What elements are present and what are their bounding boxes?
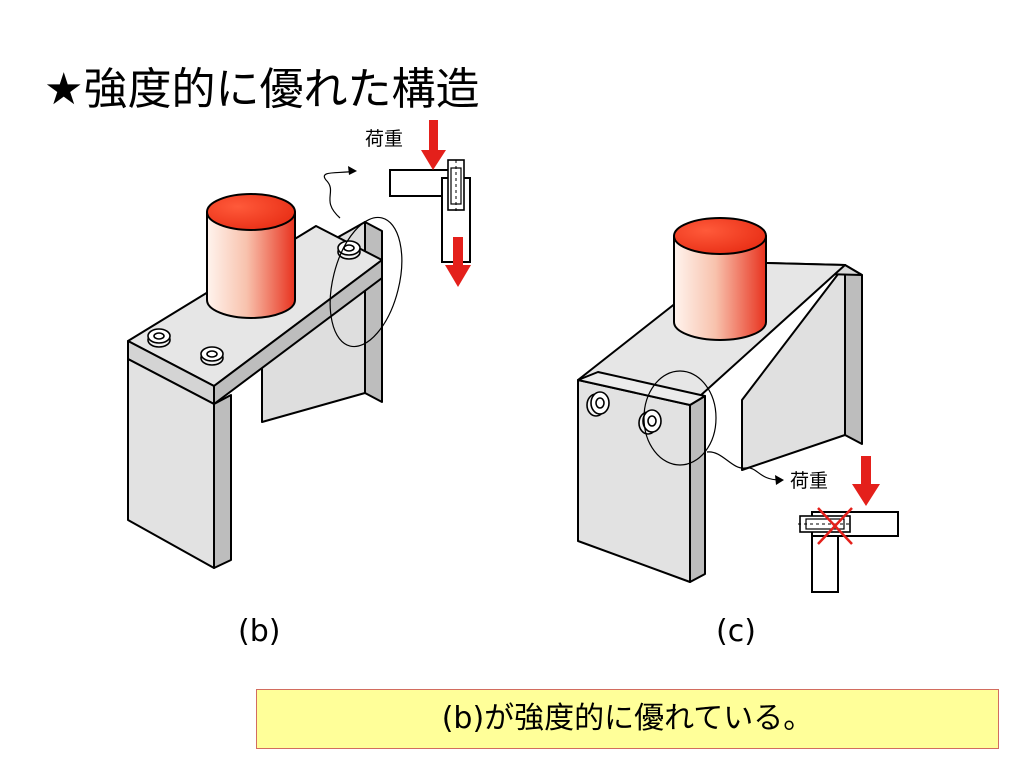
reaction-arrow-icon [445, 237, 471, 287]
load-arrow-icon [852, 456, 880, 506]
conclusion-box: (b)が強度的に優れている。 [256, 689, 999, 749]
highlight-ellipse [643, 370, 717, 466]
highlight-ellipse [329, 216, 403, 348]
slide-title: ★強度的に優れた構造 [44, 64, 480, 115]
detail-joint-b [389, 120, 471, 287]
red-cylinder-c [673, 217, 767, 341]
load-label-c: 荷重 [790, 470, 829, 492]
leader-line [706, 451, 781, 481]
panel-label-c: (c) [716, 614, 756, 649]
front-leg-c [577, 371, 706, 583]
panel-label-b: (b) [238, 614, 281, 649]
detail-joint-c [798, 456, 899, 593]
front-leg-b [127, 358, 232, 569]
conclusion-text: (b)が強度的に優れている。 [441, 701, 814, 736]
bolt-icon [200, 346, 224, 366]
failure-cross-icon [817, 507, 853, 545]
bolt-icon [586, 391, 610, 417]
diagram-c [577, 217, 863, 583]
red-cylinder-b [206, 193, 296, 319]
load-label-b: 荷重 [365, 128, 404, 150]
bolt-icon [147, 328, 171, 348]
bolt-icon [337, 240, 361, 260]
diagram-b [127, 166, 403, 569]
bolt-icon [638, 409, 662, 435]
leader-line [323, 170, 356, 219]
load-arrow-icon [421, 120, 446, 170]
